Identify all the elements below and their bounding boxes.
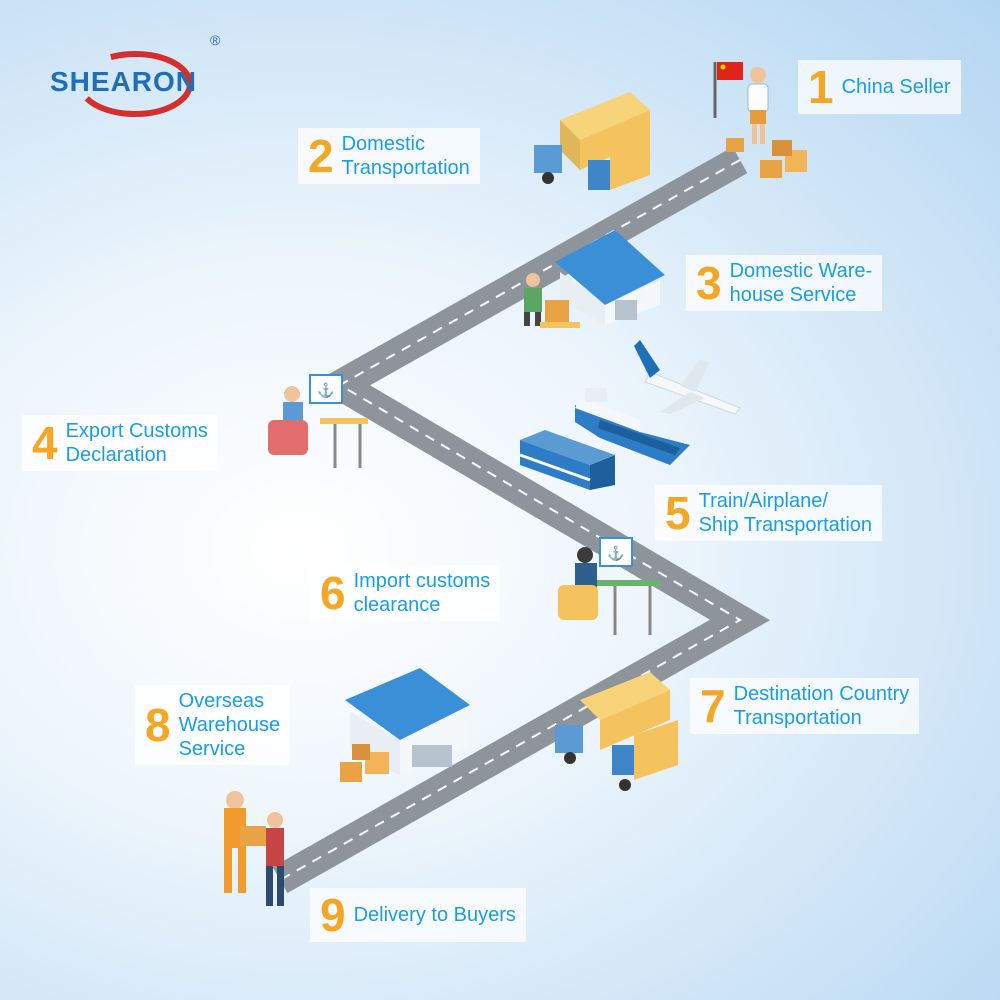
step-number: 5 bbox=[665, 487, 691, 539]
flag-icon bbox=[713, 62, 743, 118]
boxes-icon bbox=[726, 138, 807, 178]
step-label: Delivery to Buyers bbox=[353, 904, 516, 926]
step-number: 6 bbox=[320, 567, 346, 619]
step-4: 4 Export Customs Declaration bbox=[22, 415, 218, 471]
step-label: China Seller bbox=[841, 76, 951, 98]
step-number: 7 bbox=[700, 680, 726, 732]
step-number: 9 bbox=[320, 889, 346, 941]
step-label: Domestic Transportation bbox=[341, 133, 470, 179]
step-7: 7 Destination Country Transportation bbox=[690, 678, 920, 734]
step-3: 3 Domestic Ware- house Service bbox=[686, 255, 883, 311]
step-1: 1 China Seller bbox=[798, 60, 961, 114]
step-number: 1 bbox=[808, 61, 834, 113]
step-label: Overseas Warehouse Service bbox=[178, 690, 281, 760]
airplane-icon bbox=[634, 340, 741, 415]
svg-text:⚓: ⚓ bbox=[317, 382, 334, 399]
step-label: Export Customs Declaration bbox=[65, 420, 208, 466]
seller-icon bbox=[747, 67, 769, 144]
step-number: 8 bbox=[145, 699, 171, 751]
warehouse-icon-overseas bbox=[340, 668, 470, 782]
svg-text:⚓: ⚓ bbox=[607, 545, 624, 562]
brand-logo: SHEARON ® bbox=[50, 32, 230, 124]
step-6: 6 Import customs clearance bbox=[310, 565, 501, 621]
step-2: 2 Domestic Transportation bbox=[298, 128, 480, 184]
truck-icon-destination bbox=[555, 672, 678, 791]
truck-icon bbox=[534, 92, 650, 190]
step-8: 8 Overseas Warehouse Service bbox=[135, 685, 291, 765]
step-label: Train/Airplane/ Ship Transportation bbox=[698, 490, 873, 536]
step-number: 4 bbox=[32, 417, 58, 469]
step-number: 2 bbox=[308, 130, 334, 182]
desk-worker-icon: ⚓ bbox=[268, 374, 368, 468]
step-9: 9 Delivery to Buyers bbox=[310, 888, 526, 942]
step-label: Destination Country Transportation bbox=[733, 683, 910, 729]
road-center-line bbox=[279, 159, 743, 881]
warehouse-icon bbox=[555, 230, 665, 325]
worker-icon bbox=[524, 273, 580, 328]
desk-worker-icon-import: ⚓ bbox=[558, 537, 660, 635]
step-5: 5 Train/Airplane/ Ship Transportation bbox=[655, 485, 883, 541]
courier-icon bbox=[224, 791, 284, 906]
step-label: Domestic Ware- house Service bbox=[729, 260, 873, 306]
step-label: Import customs clearance bbox=[353, 570, 491, 616]
train-icon bbox=[519, 430, 615, 490]
step-number: 3 bbox=[696, 257, 722, 309]
logo-ring-icon bbox=[77, 51, 193, 117]
ship-icon bbox=[575, 388, 690, 465]
registered-mark: ® bbox=[210, 32, 221, 48]
brand-name: SHEARON bbox=[50, 66, 198, 97]
